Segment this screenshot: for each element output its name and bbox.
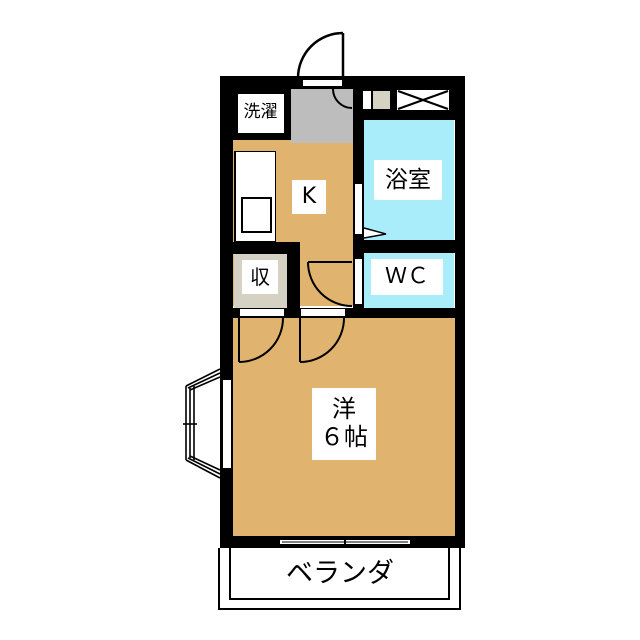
- kitchen-sink: [241, 197, 272, 233]
- wc-door-frame: [355, 259, 362, 304]
- toilet-label: ＷＣ: [371, 259, 443, 295]
- meter-white-box: [363, 91, 371, 109]
- western-room-size: ６帖: [320, 423, 368, 451]
- balcony-label: ベランダ: [286, 558, 394, 590]
- entry-door-threshold: [302, 79, 343, 87]
- bathroom-label: 浴室: [374, 160, 442, 200]
- storage-label: 収: [242, 260, 278, 294]
- kitchen-label: K: [292, 180, 326, 214]
- western-room-label: 洋 ６帖: [312, 388, 376, 460]
- laundry-label: 洗濯: [238, 100, 283, 125]
- storage-right-wall: [287, 242, 300, 318]
- western-room-type: 洋: [332, 395, 356, 424]
- bay-window-opening: [223, 380, 231, 468]
- meter-box: [373, 91, 390, 109]
- storage-door-swing-icon: [238, 317, 284, 363]
- entrance-floor: [291, 89, 353, 143]
- bay-window-icon: [183, 368, 221, 479]
- room-door-swing-icon: [299, 317, 345, 363]
- balcony-inner: [229, 548, 450, 600]
- storage-top-wall: [220, 242, 300, 254]
- wc-door-swing-icon: [307, 261, 353, 307]
- pipe-shaft-x-icon: [397, 90, 449, 110]
- bath-door-frame: [355, 184, 362, 234]
- bath-wc-divider-wall: [353, 240, 455, 253]
- entry-door-icon: [296, 31, 345, 79]
- storage-door-opening: [240, 309, 284, 316]
- entrance-door-swing-icon: [332, 88, 353, 109]
- bath-door-marker-icon: [363, 227, 387, 239]
- room-door-opening: [301, 309, 345, 316]
